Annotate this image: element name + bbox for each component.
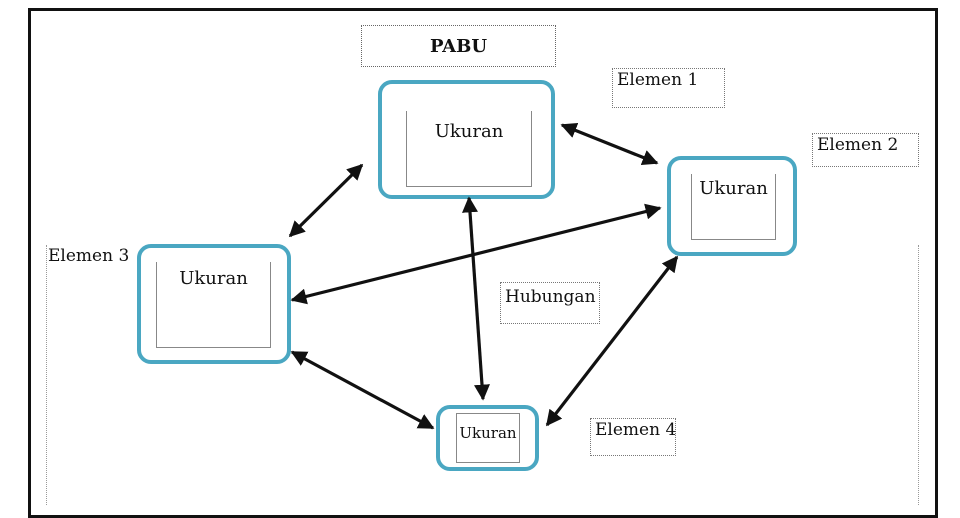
diagram-title: PABU xyxy=(361,25,556,67)
arrow-e3-e4 xyxy=(290,350,435,430)
inner-guide-left xyxy=(46,245,47,505)
arrow-e2-e4 xyxy=(545,255,679,427)
node-element-1: Ukuran xyxy=(378,80,555,199)
arrow-e1-e3 xyxy=(288,163,364,238)
arrow-e1-e2 xyxy=(560,122,659,166)
node-label-2: Ukuran xyxy=(691,174,776,240)
node-label-1: Ukuran xyxy=(406,111,532,187)
relation-arrows xyxy=(288,122,679,430)
element-label-3: Elemen 3 xyxy=(48,246,130,266)
inner-guide-right xyxy=(918,245,919,505)
element-label-2: Elemen 2 xyxy=(812,133,919,167)
node-element-3: Ukuran xyxy=(137,244,291,364)
node-label-3: Ukuran xyxy=(156,262,271,348)
arrow-e2-e3 xyxy=(290,203,662,305)
arrow-e1-e4 xyxy=(462,196,490,401)
node-element-2: Ukuran xyxy=(667,156,797,256)
node-label-4: Ukuran xyxy=(456,413,520,463)
element-label-1: Elemen 1 xyxy=(612,68,725,108)
node-element-4: Ukuran xyxy=(436,405,539,471)
